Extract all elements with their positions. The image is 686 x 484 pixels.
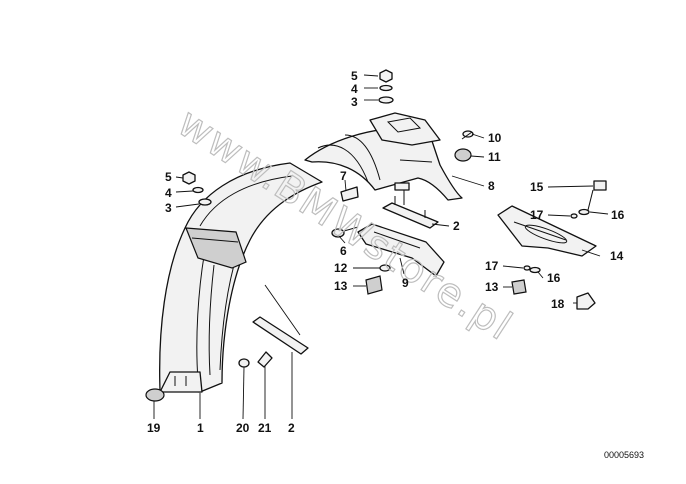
bracket-part-2-lower [252, 284, 309, 355]
bracket-part-9 [357, 223, 445, 277]
number-plate-holder-part-14 [497, 205, 597, 257]
callout-14: 14 [610, 249, 624, 263]
leader-lines [153, 74, 609, 420]
callout-11: 11 [488, 150, 501, 164]
callout-15: 15 [530, 180, 544, 194]
callout-1: 1 [197, 421, 204, 435]
callout-13-left: 13 [334, 279, 348, 293]
callout-16-lower: 16 [547, 271, 561, 285]
bracket-part-2-upper [382, 196, 439, 229]
callout-17-upper: 17 [530, 208, 544, 222]
callout-2-upper: 2 [453, 219, 460, 233]
callout-5-left: 5 [165, 170, 172, 184]
callout-4-left: 4 [165, 186, 172, 200]
callout-19: 19 [147, 421, 161, 435]
document-number: 00005693 [604, 450, 644, 460]
front-mudguard-part-1 [159, 162, 323, 393]
callout-21: 21 [258, 421, 272, 435]
callout-18: 18 [551, 297, 565, 311]
callout-17-lower: 17 [485, 259, 499, 273]
hardware-items [145, 69, 607, 402]
callout-3-top: 3 [351, 95, 358, 109]
callout-8: 8 [488, 179, 495, 193]
callout-5-top: 5 [351, 69, 358, 83]
callout-3-left: 3 [165, 201, 172, 215]
callout-labels: 5 4 3 5 4 3 7 6 8 9 10 11 2 12 13 15 17 … [147, 69, 625, 435]
callout-13-right: 13 [485, 280, 499, 294]
rear-mudguard-part-8 [304, 112, 463, 201]
callout-4-top: 4 [351, 82, 358, 96]
callout-2-lower: 2 [288, 421, 295, 435]
callout-12: 12 [334, 261, 348, 275]
callout-20: 20 [236, 421, 250, 435]
callout-6: 6 [340, 244, 347, 258]
callout-7: 7 [340, 169, 347, 183]
callout-9: 9 [402, 276, 409, 290]
callout-10: 10 [488, 131, 502, 145]
callout-16-upper: 16 [611, 208, 625, 222]
